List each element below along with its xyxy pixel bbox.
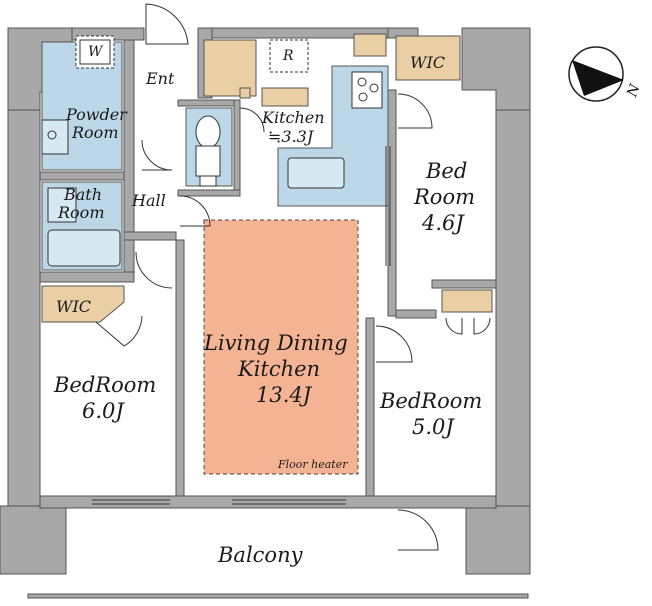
bedroom-5-0-area: 5.0J [412, 415, 455, 439]
compass-north-label: N [624, 81, 644, 100]
bath-room-label-2: Room [57, 203, 104, 222]
floor-heater-label: Floor heater [277, 458, 348, 471]
washbasin [41, 119, 69, 155]
closet-right [441, 289, 493, 313]
washer-space [75, 35, 115, 69]
wic-left [41, 285, 125, 323]
washer-box [79, 39, 111, 65]
bedroom-5-0-label: BedRoom [379, 389, 482, 413]
hall-label: Hall [131, 191, 166, 210]
doors [95, 3, 491, 551]
bathtub [47, 229, 121, 267]
compass: N [568, 46, 644, 102]
kitchen-label: Kitchen [261, 108, 325, 127]
washer-label: W [88, 44, 104, 60]
toilet-fixture [195, 115, 221, 187]
storage-areas [41, 33, 493, 323]
fridge-label: R [282, 48, 294, 64]
kitchen-sink [287, 157, 345, 189]
fridge-space [269, 39, 309, 73]
compass-north-arrow-icon [572, 60, 624, 96]
bedroom-4-6-label-2: Room [413, 185, 475, 209]
windows [92, 146, 391, 505]
kitchen-stove [351, 71, 383, 109]
washbasin-drain [47, 130, 57, 140]
living-area-label: 13.4J [256, 383, 313, 407]
powder-room-label-2: Room [71, 123, 118, 142]
bath-room-label-1: Bath [63, 185, 102, 204]
bedroom-4-6-label-1: Bed [425, 159, 467, 183]
entrance-label: Ent [145, 69, 175, 88]
kitchen-area-label: ≒3.3J [268, 127, 315, 146]
bedroom-4-6-area: 4.6J [421, 211, 465, 235]
floor-heater-zone [203, 219, 359, 475]
wic-top-label: WIC [410, 53, 445, 72]
wic-top [395, 35, 461, 81]
outer-walls [0, 27, 531, 575]
living-label-1: Living Dining [203, 331, 348, 355]
small-shelf [239, 87, 251, 99]
shower-area [47, 187, 77, 223]
bedroom-6-0-area: 6.0J [82, 399, 125, 423]
wic-left-label: WIC [56, 297, 91, 316]
interior-walls [27, 39, 529, 599]
living-label-2: Kitchen [237, 357, 320, 381]
bedroom-6-0-label: BedRoom [53, 373, 156, 397]
kitchen-pantry [353, 33, 387, 57]
powder-room-label-1: Powder [65, 105, 128, 124]
balcony-label: Balcony [217, 543, 304, 567]
kitchen-shelf [261, 87, 309, 107]
shoe-closet [203, 39, 257, 97]
